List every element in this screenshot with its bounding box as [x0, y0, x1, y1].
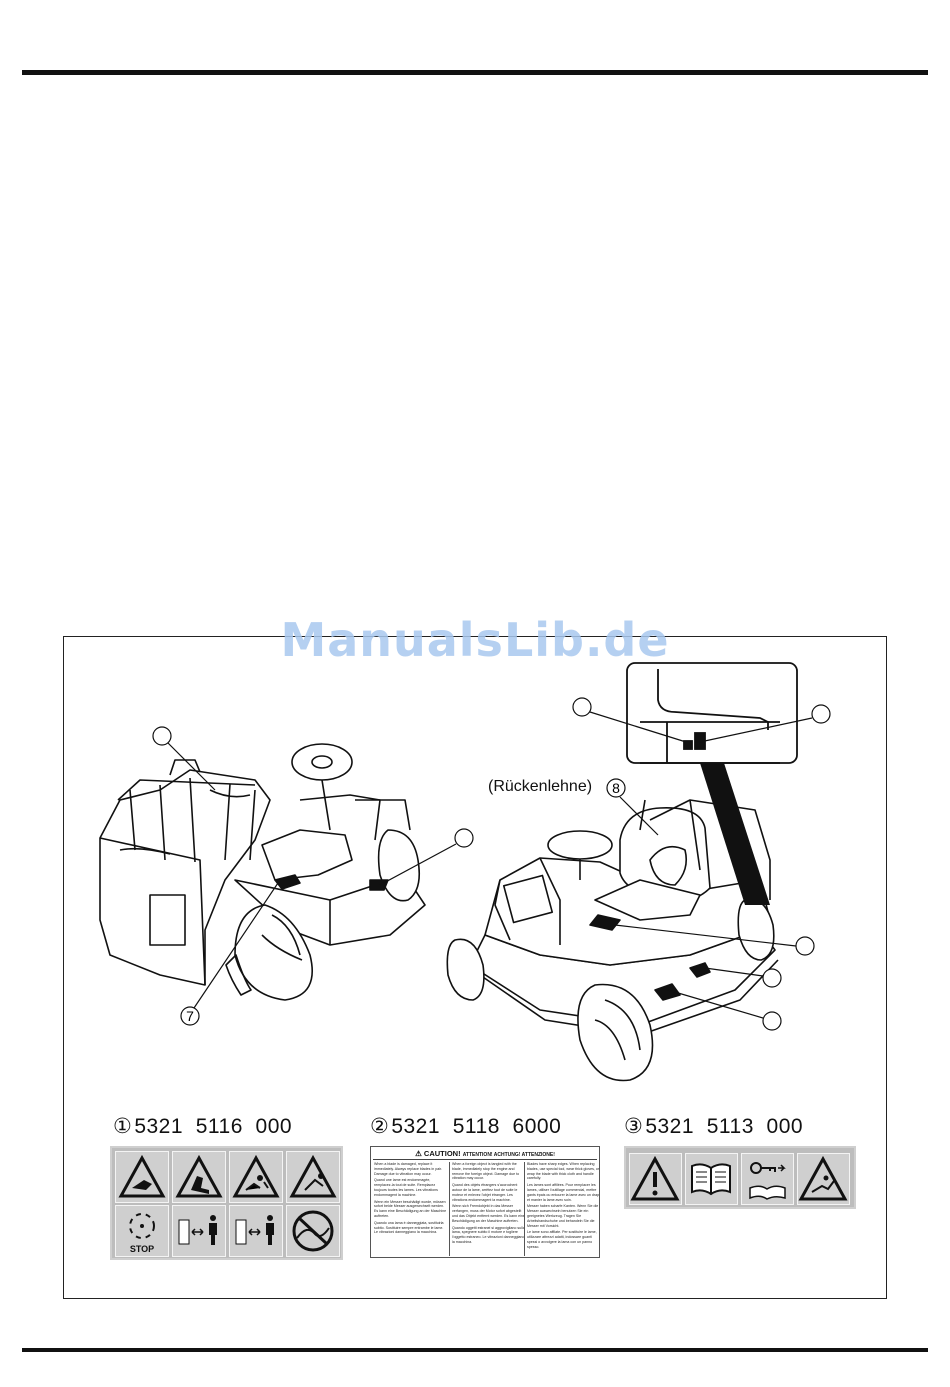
part-3-number: 5321 5113 000	[645, 1115, 804, 1138]
warning-triangle-icon: ⚠	[415, 1149, 422, 1158]
keep-distance-icon	[172, 1205, 226, 1257]
stop-blades-icon: STOP	[115, 1205, 169, 1257]
caution-title: CAUTION!	[423, 1149, 461, 1158]
part-1-title: ①5321 5116 000	[113, 1114, 292, 1139]
caution-text: Quand une lame est endommagée, remplacez…	[374, 1178, 438, 1197]
part-1-number: 5321 5116 000	[134, 1115, 293, 1138]
caution-text: Les lames sont affilées. Pour remplacer …	[527, 1183, 600, 1202]
backrest-label: (Rückenlehne)	[488, 778, 593, 795]
stop-label: STOP	[130, 1244, 154, 1254]
caution-text: Quand des objets étrangers s'accrochent …	[452, 1183, 518, 1202]
part-2-marker: ②	[370, 1115, 390, 1138]
caution-text: Quando una lama è danneggiata, sostituir…	[374, 1220, 444, 1235]
caution-column-3: Blades have sharp edges. When replacing …	[524, 1162, 600, 1256]
part-2-title: ②5321 5118 6000	[370, 1114, 561, 1139]
decal-2-caution-label: ⚠ CAUTION! ATTENTION! ACHTUNG! ATTENZION…	[370, 1146, 600, 1258]
part-2-number: 5321 5118 6000	[391, 1115, 562, 1138]
read-manual-icon	[685, 1153, 738, 1205]
caution-text: Quando oggetti estranei si aggrovigliano…	[452, 1225, 525, 1244]
caution-column-2: When a foreign object is tangled with th…	[449, 1162, 525, 1256]
thrown-object-warning-icon	[286, 1151, 340, 1203]
figure-frame	[63, 636, 887, 1299]
part-1-marker: ①	[113, 1115, 133, 1138]
remove-key-icon	[741, 1153, 794, 1205]
caution-header: ⚠ CAUTION! ATTENTION! ACHTUNG! ATTENZION…	[373, 1149, 597, 1160]
warning-triangle-icon	[629, 1153, 682, 1205]
part-3-marker: ③	[624, 1115, 644, 1138]
top-rule	[22, 70, 928, 75]
caution-text: Wenn sich Fremdobjekt in das Messer verf…	[452, 1204, 525, 1223]
blade-hazard-icon	[797, 1153, 850, 1205]
watermark: ManualsLib.de	[280, 613, 670, 667]
keep-distance-icon	[229, 1205, 283, 1257]
no-slope-icon	[286, 1205, 340, 1257]
bottom-rule	[22, 1348, 928, 1352]
blade-hand-warning-icon	[115, 1151, 169, 1203]
decal-1-pictograms: STOP	[110, 1146, 343, 1260]
caution-subtitle: ATTENTION! ACHTUNG! ATTENZIONE!	[462, 1152, 555, 1158]
caution-text: Le lame sono affilate. Per sostituire le…	[527, 1230, 597, 1249]
caution-text: When a foreign object is tangled with th…	[452, 1162, 520, 1181]
blade-foot-warning-icon	[172, 1151, 226, 1203]
caution-text: Wenn ein Messer beschädigt wurde, müssen…	[374, 1199, 447, 1218]
caution-text: Messer haben scharfe Kanten. Wenn Sie di…	[527, 1204, 599, 1228]
decal-3-pictograms	[624, 1146, 856, 1209]
caution-text: Blades have sharp edges. When replacing …	[527, 1162, 600, 1181]
part-3-title: ③5321 5113 000	[624, 1114, 803, 1139]
thrown-object-warning-icon	[229, 1151, 283, 1203]
caution-text: When a blade is damaged, replace it imme…	[374, 1162, 443, 1176]
caution-column-1: When a blade is damaged, replace it imme…	[374, 1162, 447, 1256]
